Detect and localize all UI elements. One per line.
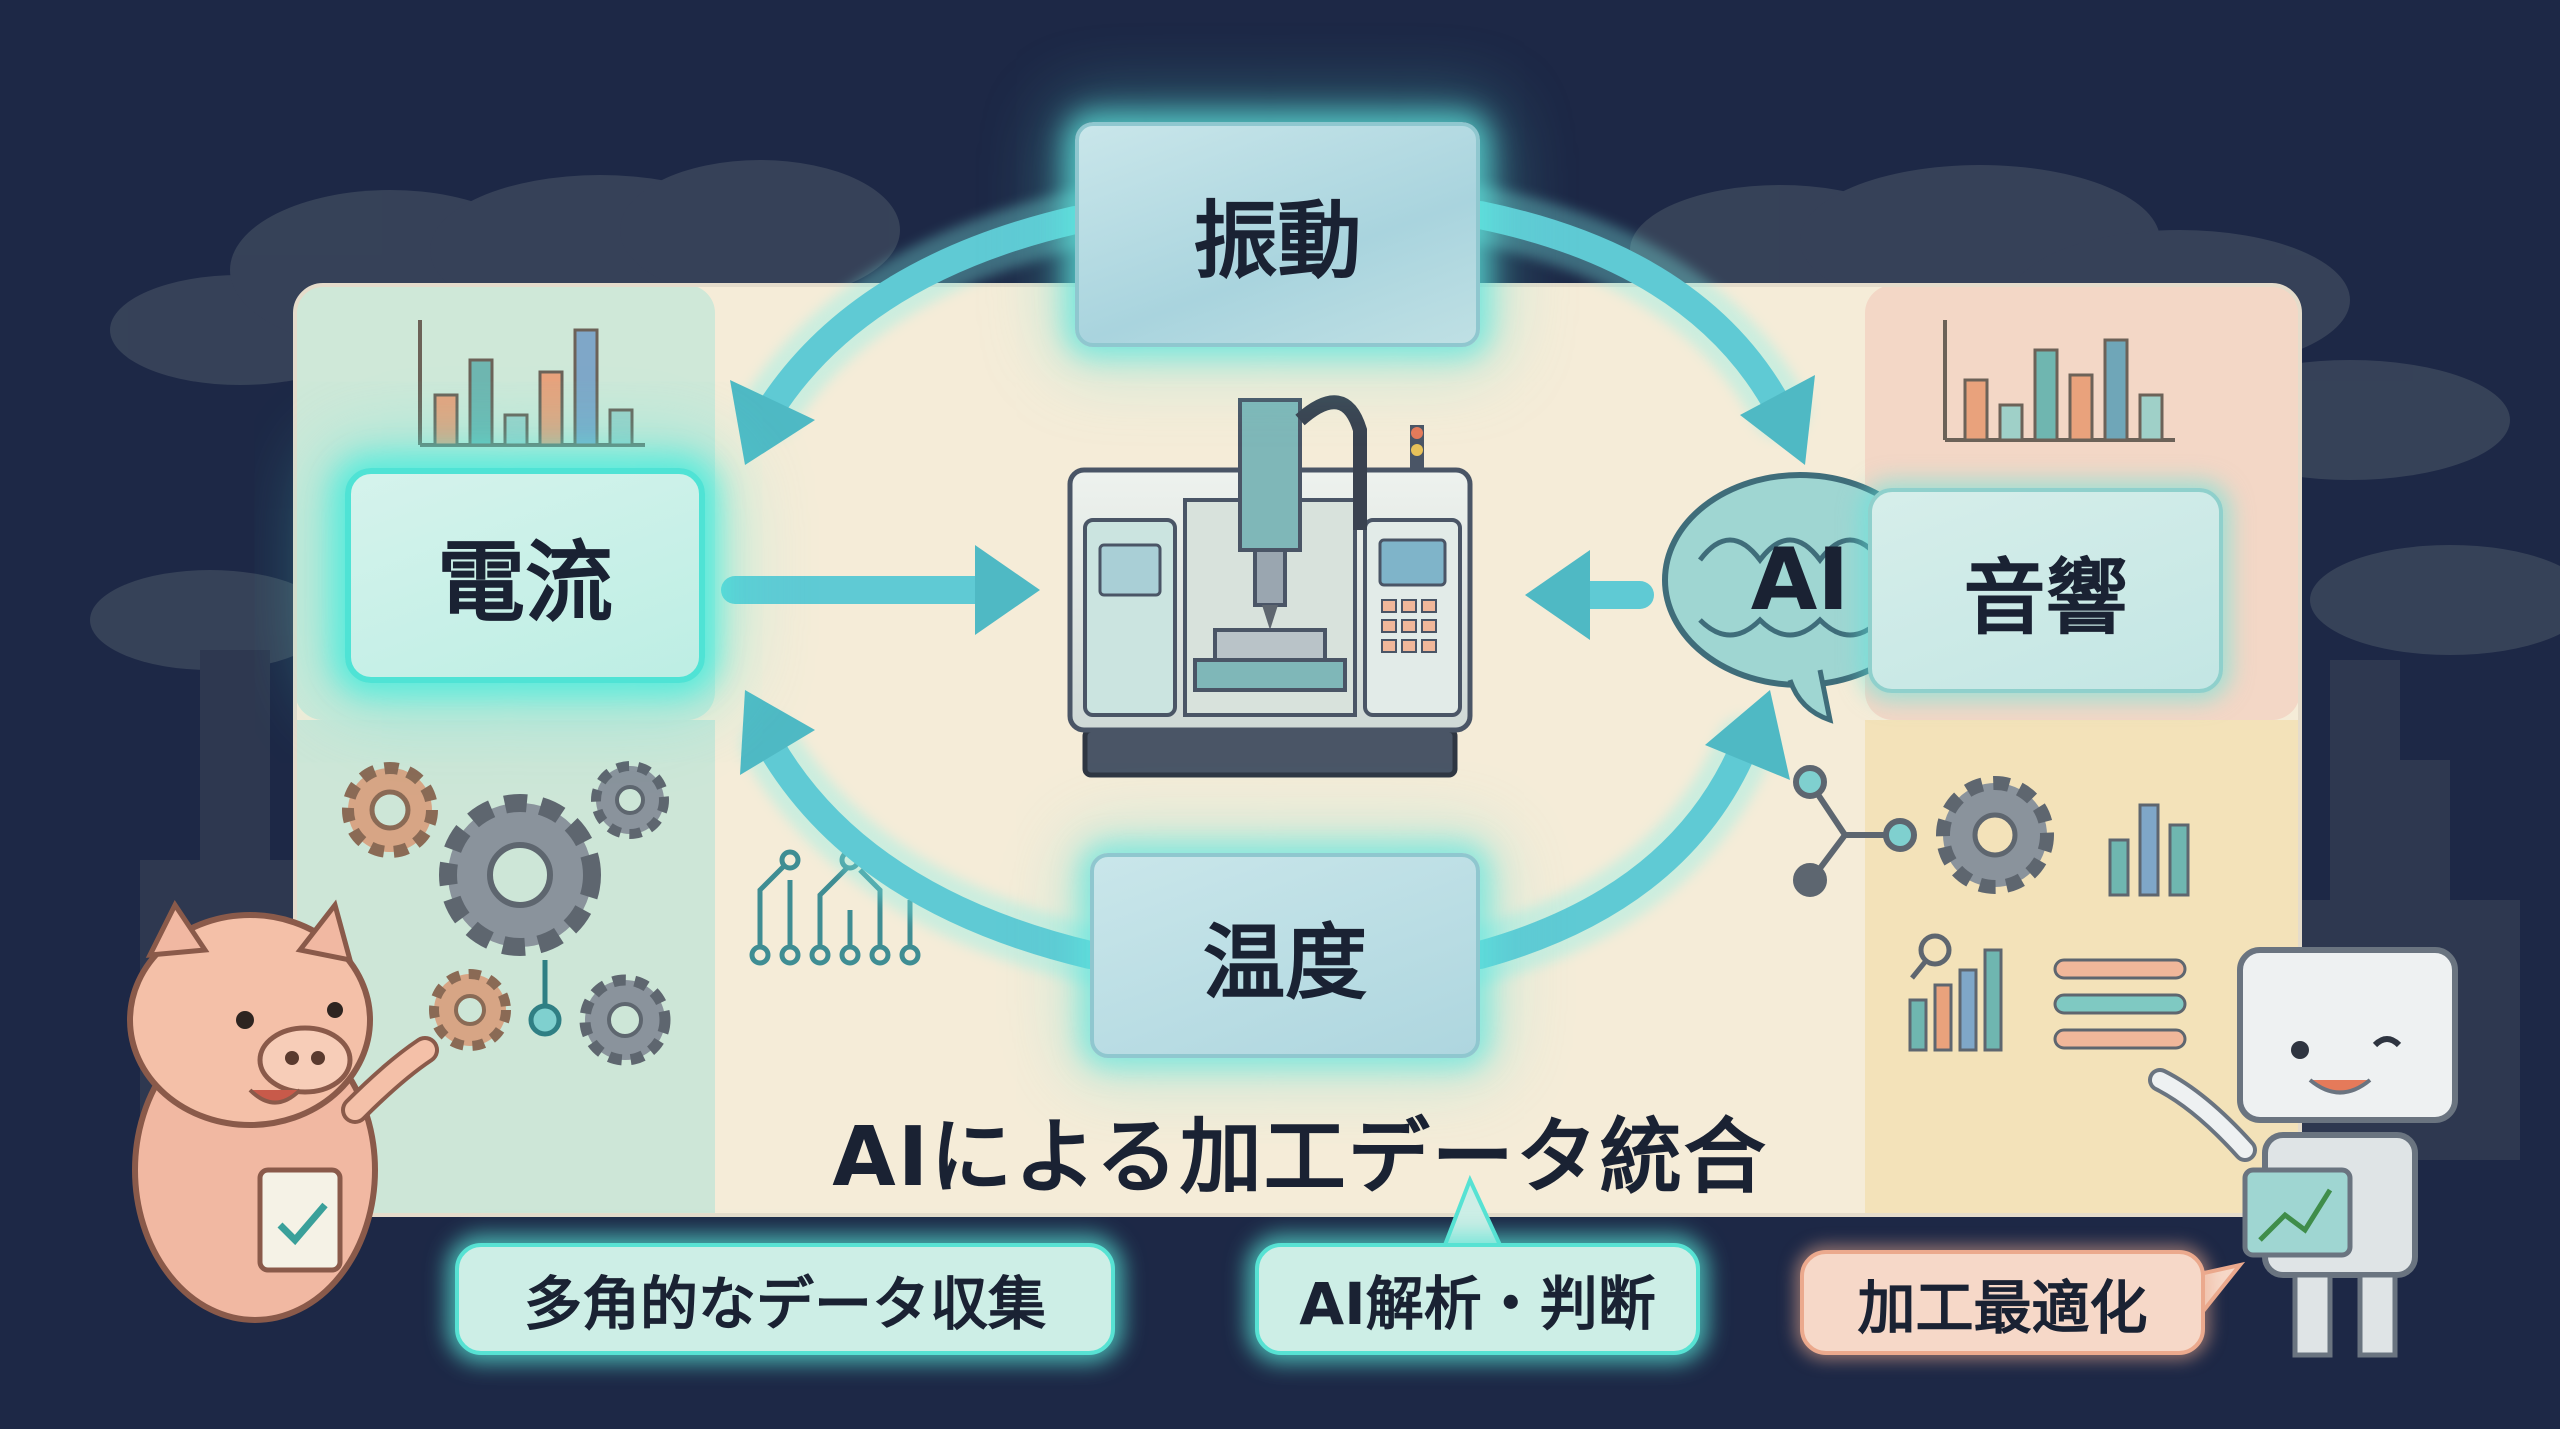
label-data-collection: 多角的なデータ収集 bbox=[455, 1243, 1115, 1355]
bar-chart-icon bbox=[1943, 320, 2175, 442]
bar-chart-icon bbox=[1908, 803, 2190, 1052]
flow-arrows bbox=[706, 186, 1809, 984]
list-chart-icon bbox=[2053, 958, 2187, 1050]
gear-icon bbox=[439, 794, 601, 956]
gear-icon bbox=[1936, 776, 2054, 894]
node-temperature: 温度 bbox=[1090, 853, 1480, 1058]
gear-icon bbox=[579, 974, 671, 1066]
robot-mascot bbox=[2148, 947, 2458, 1358]
gear-icon bbox=[429, 969, 511, 1051]
network-icon bbox=[1793, 765, 1917, 897]
node-dot bbox=[528, 1003, 562, 1037]
node-current: 電流 bbox=[345, 468, 705, 683]
bar-chart-icon bbox=[418, 320, 645, 447]
node-vibration: 振動 bbox=[1075, 122, 1480, 347]
main-caption: AIによる加工データ統合 bbox=[832, 1110, 1768, 1205]
label-ai-analysis: AI解析・判断 bbox=[1255, 1243, 1700, 1355]
search-icon bbox=[1910, 933, 1952, 980]
gear-icon bbox=[342, 762, 438, 858]
pig-mascot bbox=[127, 899, 439, 1323]
cnc-machine-icon bbox=[1067, 395, 1473, 778]
ai-label: AI bbox=[1750, 530, 1850, 630]
gear-icon bbox=[591, 761, 669, 839]
arrow-heads bbox=[730, 375, 1815, 780]
label-optimization: 加工最適化 bbox=[1800, 1250, 2205, 1355]
node-sound: 音響 bbox=[1868, 488, 2223, 693]
